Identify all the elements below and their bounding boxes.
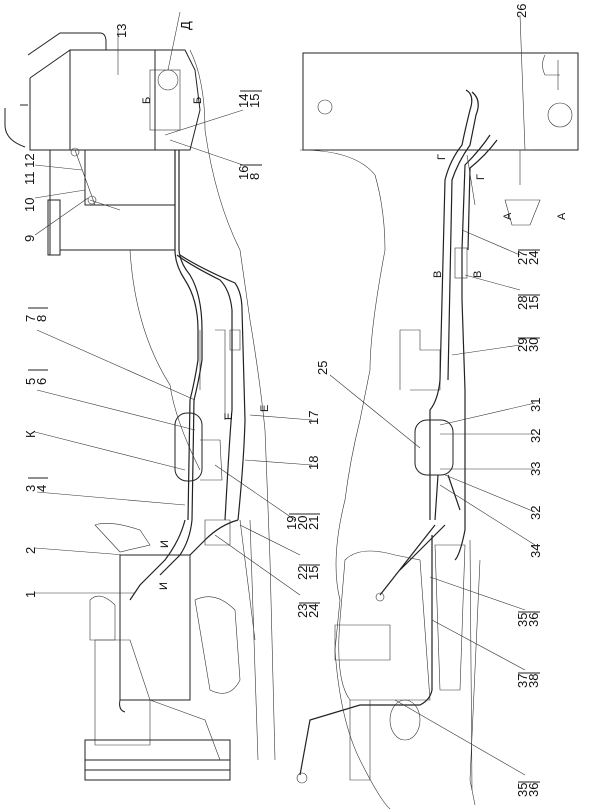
callout-23: 23 xyxy=(295,604,310,618)
section-mark-b: Б xyxy=(141,97,153,104)
section-mark-a: А xyxy=(556,212,568,220)
callout-35: 35 xyxy=(515,613,530,627)
callout-31: 31 xyxy=(528,398,543,412)
section-mark-i: И xyxy=(158,582,170,590)
callout-30: 30 xyxy=(526,338,541,352)
callout-14: 14 xyxy=(236,94,251,108)
callout-32: 32 xyxy=(528,506,543,520)
callout-d: Д xyxy=(178,21,193,30)
callout-26: 26 xyxy=(514,4,529,18)
callout-34: 34 xyxy=(528,544,543,558)
callout-15: 15 xyxy=(247,94,262,108)
callout-36: 36 xyxy=(526,613,541,627)
right-view xyxy=(296,52,579,809)
callout-29: 29 xyxy=(515,338,530,352)
section-mark-v: В xyxy=(472,271,484,278)
callout-21: 21 xyxy=(306,516,321,530)
callout-35: 35 xyxy=(515,783,530,797)
callout-k: К xyxy=(23,430,38,438)
leader-lines xyxy=(34,11,536,776)
section-mark-v: В xyxy=(432,271,444,278)
callout-20: 20 xyxy=(295,516,310,530)
callout-27: 27 xyxy=(515,251,530,265)
callout-19: 19 xyxy=(284,516,299,530)
callout-2: 2 xyxy=(23,547,38,554)
callout-32: 32 xyxy=(528,429,543,443)
tank-right xyxy=(302,52,579,151)
hose-routing-left xyxy=(129,150,246,601)
callout-38: 38 xyxy=(526,674,541,688)
hose-routing-right xyxy=(429,89,541,561)
callout-24: 24 xyxy=(526,251,541,265)
callout-8: 8 xyxy=(247,173,262,180)
callout-15: 15 xyxy=(526,296,541,310)
tank-13 xyxy=(4,32,201,151)
callout-28: 28 xyxy=(515,296,530,310)
callout-33: 33 xyxy=(528,462,543,476)
callout-15: 15 xyxy=(306,566,321,580)
callout-36: 36 xyxy=(526,783,541,797)
callout-11-12: 11 12 xyxy=(22,153,37,185)
callout-16: 16 xyxy=(236,166,251,180)
callout-8: 8 xyxy=(34,315,49,322)
callout-1: 1 xyxy=(23,591,38,598)
callout-5: 5 xyxy=(23,378,38,385)
callout-18: 18 xyxy=(306,456,321,470)
callout-25: 25 xyxy=(315,361,330,375)
section-mark-i: И xyxy=(159,540,171,548)
section-mark-g: Г xyxy=(475,174,487,180)
callout-24: 24 xyxy=(306,604,321,618)
callout-22: 22 xyxy=(295,566,310,580)
section-mark-a: А xyxy=(502,212,514,220)
callout-bars xyxy=(28,90,540,783)
engine xyxy=(84,519,241,781)
callout-10: 10 xyxy=(22,198,37,212)
callout-7: 7 xyxy=(23,315,38,322)
callout-4: 4 xyxy=(34,485,49,492)
filter-k xyxy=(174,412,203,482)
callout-labels: 13 Д 14 15 16 8 11 12 10 9 7 8 5 6 К 3 4… xyxy=(22,4,543,797)
left-view xyxy=(4,32,276,781)
section-mark-b: Б xyxy=(192,97,204,104)
callout-6: 6 xyxy=(34,378,49,385)
callout-17: 17 xyxy=(306,411,321,425)
section-mark-g: Г xyxy=(436,154,448,160)
section-mark-e: Е xyxy=(259,405,271,412)
valve-block-25 xyxy=(414,419,454,476)
callout-9: 9 xyxy=(22,235,37,242)
section-marks: Б Б Е Е И И Г Г А А В В xyxy=(141,97,568,590)
callout-37: 37 xyxy=(515,674,530,688)
callout-3: 3 xyxy=(23,485,38,492)
section-mark-e: Е xyxy=(223,413,235,420)
callout-13: 13 xyxy=(114,24,129,38)
